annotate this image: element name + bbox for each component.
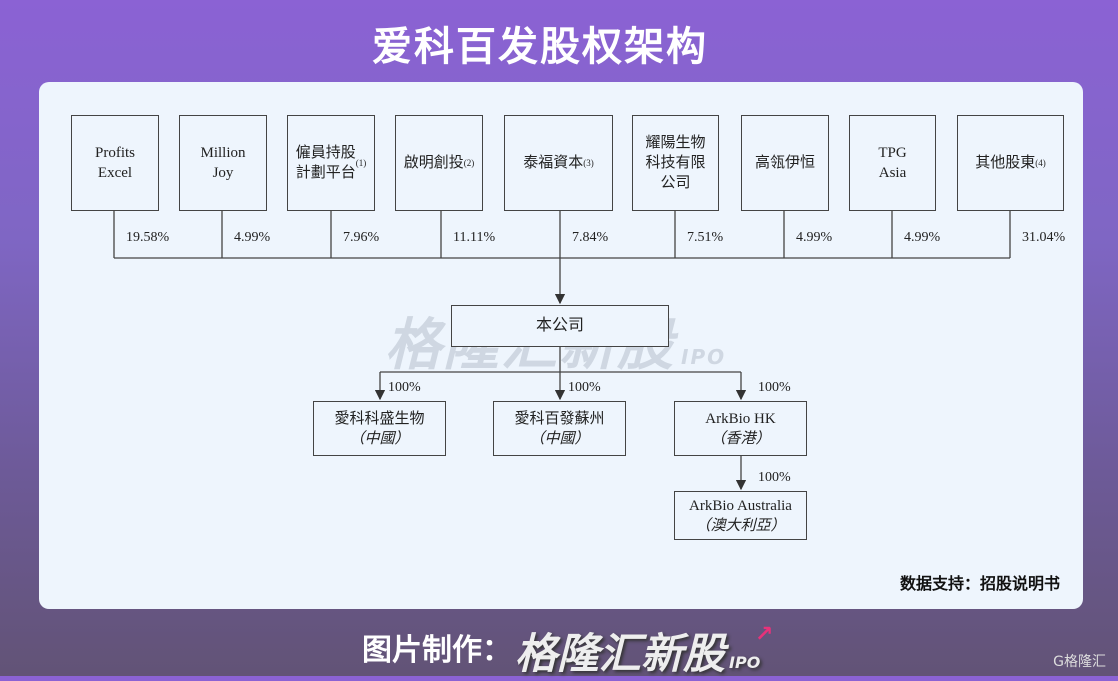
shareholder-name: Profits Excel xyxy=(94,145,135,181)
trend-arrow-icon: ↗ xyxy=(755,622,774,647)
shareholding-pct: 7.51% xyxy=(687,230,724,245)
shareholding-pct: 31.04% xyxy=(1022,230,1066,245)
shareholding-pct: 19.58% xyxy=(126,230,170,245)
shareholding-pct: 4.99% xyxy=(796,230,833,245)
shareholding-pct: 4.99% xyxy=(904,230,941,245)
sub-pct: 100% xyxy=(568,380,601,395)
shareholder-name: 耀陽生物 科技有限 公司 xyxy=(645,135,706,191)
shareholder-box: 啟明創投(2) xyxy=(395,115,483,211)
shareholding-pct: 4.99% xyxy=(234,230,271,245)
subsidiary-box: ArkBio HK（香港） xyxy=(674,401,807,456)
sub-pct: 100% xyxy=(388,380,421,395)
footnote-marker: (3) xyxy=(583,158,594,168)
brand-logo: G格隆汇 xyxy=(1053,654,1106,670)
shareholder-name: TPG Asia xyxy=(878,145,907,181)
shareholder-box: TPG Asia xyxy=(849,115,936,211)
footnote-marker: (4) xyxy=(1035,158,1046,168)
shareholder-box: 泰福資本(3) xyxy=(504,115,613,211)
sub-pct: 100% xyxy=(758,470,791,485)
shareholding-pct: 11.11% xyxy=(453,230,496,245)
source-note: 数据支持：招股说明书 xyxy=(899,574,1060,593)
footnote-marker: (1) xyxy=(355,158,367,168)
subsidiary-box: 愛科百發蘇州（中國） xyxy=(493,401,626,456)
shareholder-name: 其他股東 xyxy=(975,155,1036,171)
subsidiary-box: ArkBio Australia（澳大利亞） xyxy=(674,491,807,540)
shareholder-name: 啟明創投 xyxy=(403,155,464,171)
shareholder-box: Million Joy xyxy=(179,115,267,211)
sub-pct: 100% xyxy=(758,380,791,395)
shareholder-name: 泰福資本 xyxy=(523,155,584,171)
shareholder-box: Profits Excel xyxy=(71,115,159,211)
shareholder-name: 僱員持股 計劃平台 xyxy=(295,145,356,181)
company-box: 本公司 xyxy=(451,305,669,347)
footer-label: 图片制作： xyxy=(362,633,512,668)
shareholder-name: 高瓴伊恒 xyxy=(754,155,815,171)
page-title: 爱科百发股权架构 xyxy=(372,24,708,70)
subsidiary-box: 愛科科盛生物（中國） xyxy=(313,401,446,456)
shareholding-pct: 7.84% xyxy=(572,230,609,245)
shareholder-name: Million Joy xyxy=(200,145,246,181)
footnote-marker: (2) xyxy=(463,158,475,168)
shareholder-box: 高瓴伊恒 xyxy=(741,115,829,211)
shareholder-box: 僱員持股 計劃平台(1) xyxy=(287,115,375,211)
shareholding-pct: 7.96% xyxy=(343,230,380,245)
shareholder-box: 耀陽生物 科技有限 公司 xyxy=(632,115,719,211)
shareholder-box: 其他股東(4) xyxy=(957,115,1064,211)
